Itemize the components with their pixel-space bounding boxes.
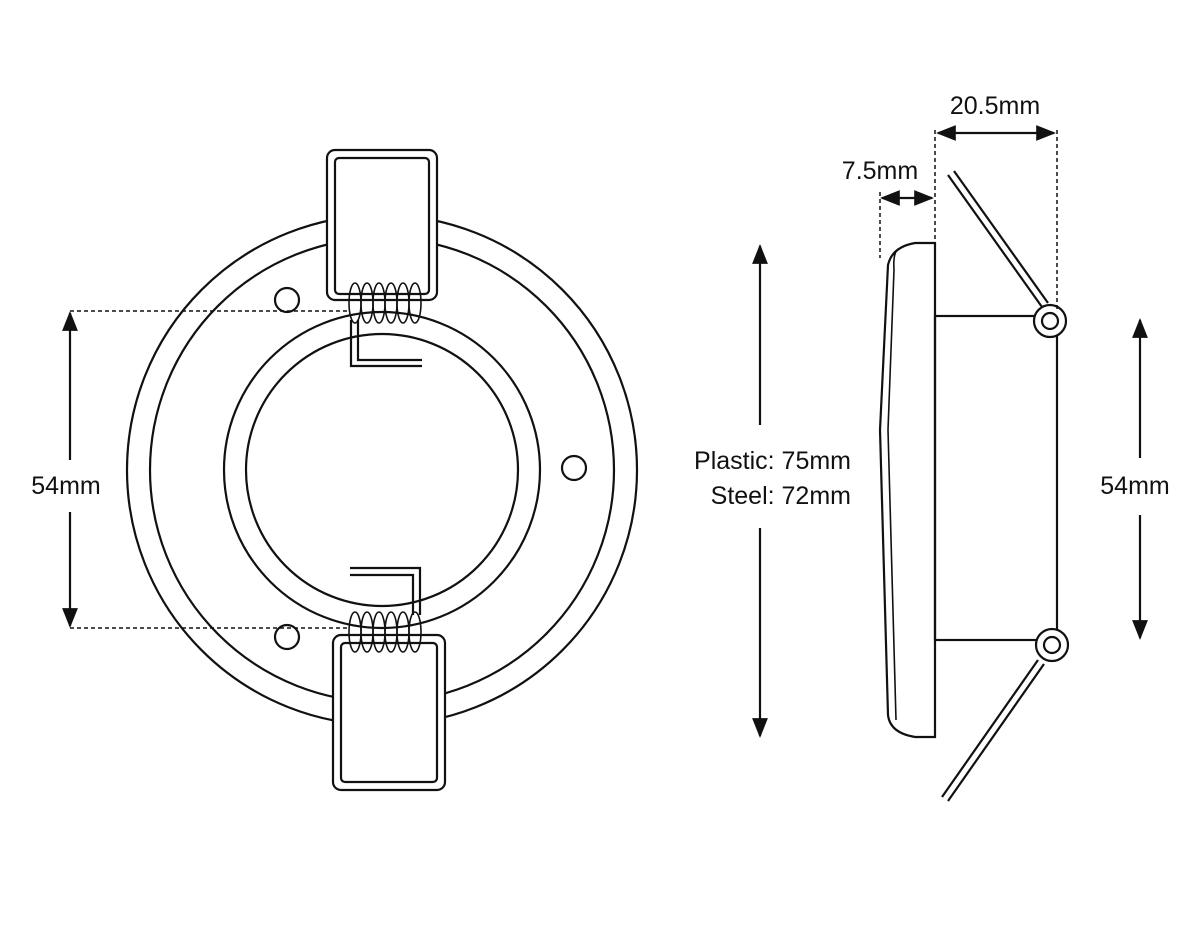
steel-diameter-label: Steel: 72mm xyxy=(711,482,851,510)
screw-hole-top xyxy=(273,286,301,314)
housing-body xyxy=(933,314,1059,642)
screw-hole-bottom xyxy=(273,623,301,651)
bezel-ring xyxy=(148,236,616,704)
top-spring-clip xyxy=(325,148,439,368)
side-height-label: 54mm xyxy=(1100,472,1169,500)
front-view: 54mm xyxy=(31,148,639,792)
depth-label: 20.5mm xyxy=(950,92,1040,120)
inner-ring-outer xyxy=(222,310,542,630)
bottom-spring-clip xyxy=(331,566,447,792)
bezel-label: 7.5mm xyxy=(842,157,918,185)
side-view: 20.5mm 7.5mm 54mm xyxy=(842,92,1170,802)
side-clip-bottom xyxy=(941,627,1070,802)
lamp-opening xyxy=(244,332,520,608)
plastic-diameter-label: Plastic: 75mm xyxy=(694,447,851,475)
side-clip-top xyxy=(947,170,1068,339)
screw-hole-right xyxy=(560,454,588,482)
front-height-label: 54mm xyxy=(31,472,100,500)
bezel-profile xyxy=(878,241,937,739)
diameter-dimension: Plastic: 75mm Steel: 72mm xyxy=(694,244,851,738)
